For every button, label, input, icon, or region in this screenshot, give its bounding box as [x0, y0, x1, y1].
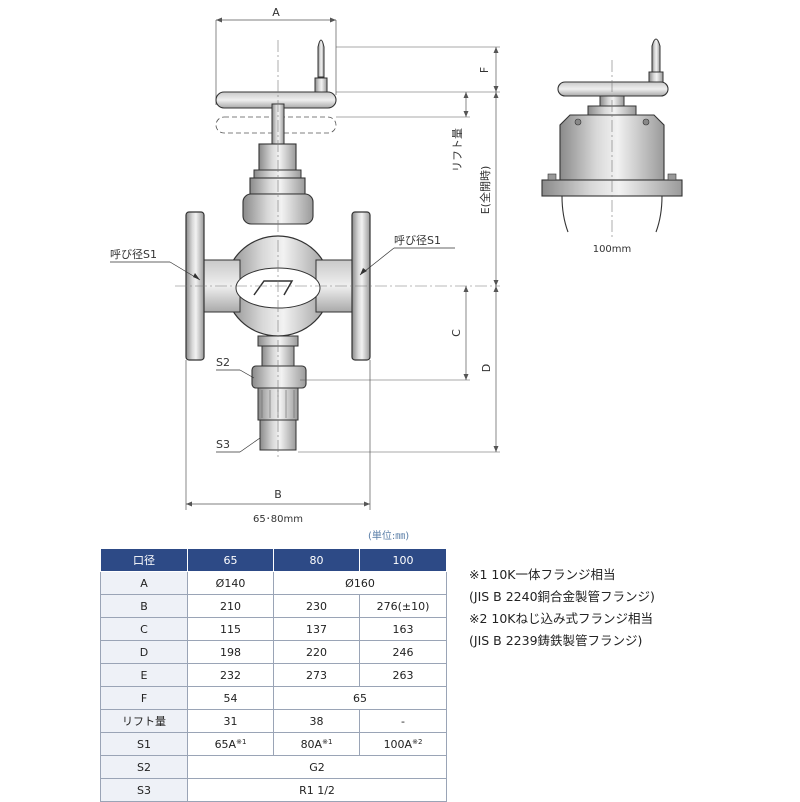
table-row: S3 R1 1/2 [100, 778, 447, 802]
unit-note: (単位:㎜) [368, 531, 410, 542]
front-view: A [110, 6, 500, 525]
side-view-caption: 100mm [593, 244, 632, 255]
table-row: B 210 230 276(±10) [100, 594, 447, 618]
footnote-line: ※2 10Kねじ込み式フランジ相当 [469, 611, 654, 626]
dim-D-label: D [480, 364, 493, 372]
table-cell: Ø140 [187, 571, 274, 595]
dim-F-label: F [478, 67, 491, 73]
table-row: リフト量 31 38 - [100, 709, 447, 733]
dim-B-label: B [274, 488, 282, 501]
table-row: A Ø140 Ø160 [100, 571, 447, 595]
table-cell: 210 [187, 594, 274, 618]
footnotes: ※1 10K一体フランジ相当 (JIS B 2240銅合金製管フランジ) ※2 … [469, 564, 655, 652]
side-view: 100mm [541, 38, 683, 255]
row-label: F [100, 686, 188, 710]
table-cell: 276(±10) [359, 594, 447, 618]
table-header-row: 口径 65 80 100 [100, 548, 447, 572]
s3-label: S3 [216, 438, 230, 451]
s2-label: S2 [216, 356, 230, 369]
dim-lift-label: リフト量 [451, 128, 464, 172]
table-cell: 220 [273, 640, 360, 664]
table-row: C 115 137 163 [100, 617, 447, 641]
table-cell: 163 [359, 617, 447, 641]
table-cell: 65A※1 [187, 732, 274, 756]
table-cell: 263 [359, 663, 447, 687]
table-cell: 232 [187, 663, 274, 687]
dim-E-label: E(全開時) [478, 166, 492, 215]
table-cell: 65 [273, 686, 447, 710]
table-cell: - [359, 709, 447, 733]
table-cell: 230 [273, 594, 360, 618]
spec-table: 口径 65 80 100 A Ø140 Ø160 B 210 230 276(±… [100, 548, 447, 802]
table-cell: 115 [187, 617, 274, 641]
table-cell: 100A※2 [359, 732, 447, 756]
table-cell: 54 [187, 686, 274, 710]
footnote-line: (JIS B 2240銅合金製管フランジ) [469, 589, 655, 604]
table-row: S2 G2 [100, 755, 447, 779]
row-label: E [100, 663, 188, 687]
row-label: A [100, 571, 188, 595]
table-cell: 273 [273, 663, 360, 687]
row-label: D [100, 640, 188, 664]
valve-dimension-drawing: A [110, 6, 683, 525]
table-cell: 38 [273, 709, 360, 733]
header-cell: 100 [359, 548, 447, 572]
footnote-mark: ※1 [236, 737, 247, 746]
header-cell: 口径 [100, 548, 188, 572]
dim-C-label: C [450, 329, 463, 337]
cell-value: 65A [214, 737, 237, 751]
table-row: D 198 220 246 [100, 640, 447, 664]
cell-value: 80A [300, 737, 323, 751]
table-row: S1 65A※1 80A※1 100A※2 [100, 732, 447, 756]
row-label: C [100, 617, 188, 641]
table-cell: 198 [187, 640, 274, 664]
front-view-caption: 65･80mm [253, 514, 303, 525]
table-cell: 137 [273, 617, 360, 641]
footnote-mark: ※1 [322, 737, 333, 746]
footnote-line: ※1 10K一体フランジ相当 [469, 567, 616, 582]
row-label: S2 [100, 755, 188, 779]
table-cell: 31 [187, 709, 274, 733]
s1-right-label: 呼び径S1 [394, 234, 441, 247]
row-label: B [100, 594, 188, 618]
table-row: E 232 273 263 [100, 663, 447, 687]
table-cell: 246 [359, 640, 447, 664]
row-label: S3 [100, 778, 188, 802]
table-cell: Ø160 [273, 571, 447, 595]
table-cell: 80A※1 [273, 732, 360, 756]
header-cell: 65 [187, 548, 274, 572]
header-cell: 80 [273, 548, 360, 572]
footnote-mark: ※2 [412, 737, 423, 746]
cell-value: 100A [383, 737, 413, 751]
row-label: S1 [100, 732, 188, 756]
table-cell: G2 [187, 755, 447, 779]
table-row: F 54 65 [100, 686, 447, 710]
row-label: リフト量 [100, 709, 188, 733]
table-cell: R1 1/2 [187, 778, 447, 802]
footnote-line: (JIS B 2239鋳鉄製管フランジ) [469, 633, 643, 648]
dim-A-label: A [272, 6, 280, 19]
s1-left-label: 呼び径S1 [110, 248, 157, 261]
